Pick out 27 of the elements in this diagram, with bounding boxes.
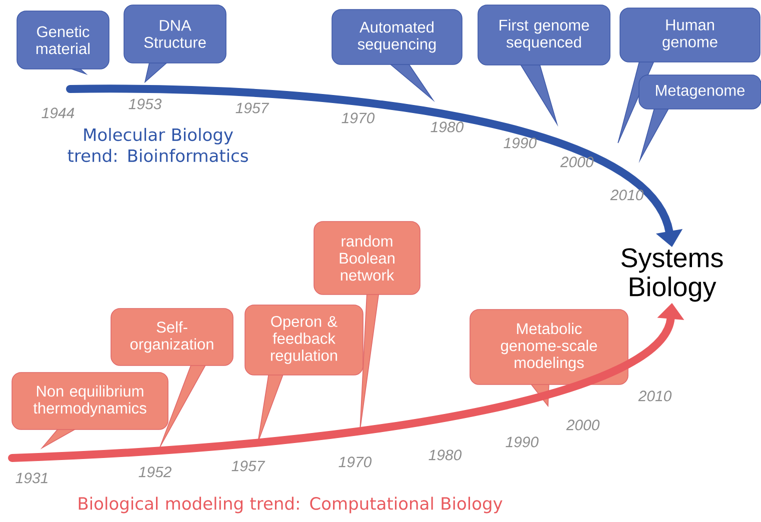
year-label: 1944 [42,108,74,118]
trend-label: Biological modeling trend: Computational Biology [78,496,502,514]
year-label: 2000 [560,156,594,168]
year-label: 1957 [232,460,266,472]
callout-bubble: Operon & feedback regulation [244,304,364,442]
year-label: 1952 [138,466,172,478]
year-label: 1980 [428,450,462,460]
year-label: 1953 [128,98,162,110]
callout-bubble: Metabolic genome-scale modelings [470,309,628,408]
year-label: 2000 [566,420,600,430]
year-label: 1990 [504,138,537,148]
year-label: 1970 [338,456,372,468]
year-label: 1980 [430,122,464,132]
callout-bubble: Metagenome [638,74,761,164]
callout-bubble: Automated sequencing [332,9,462,102]
year-label: 1990 [506,436,539,448]
trend-label: Molecular Biology trend: Bioinformatics [68,128,248,162]
callout-bubble: DNA Structure [124,4,226,84]
callout-bubble: Non equilibrium thermodynamics [12,372,168,450]
year-label: 1957 [236,102,270,114]
year-label: 1931 [16,472,48,484]
title-text: Systems Biology [621,248,723,302]
year-label: 2010 [610,190,644,200]
callout-bubble: Genetic material [16,10,110,76]
year-label: 2010 [638,390,672,402]
year-label: 1970 [342,112,375,124]
callout-bubble: First genome sequenced [478,4,610,127]
